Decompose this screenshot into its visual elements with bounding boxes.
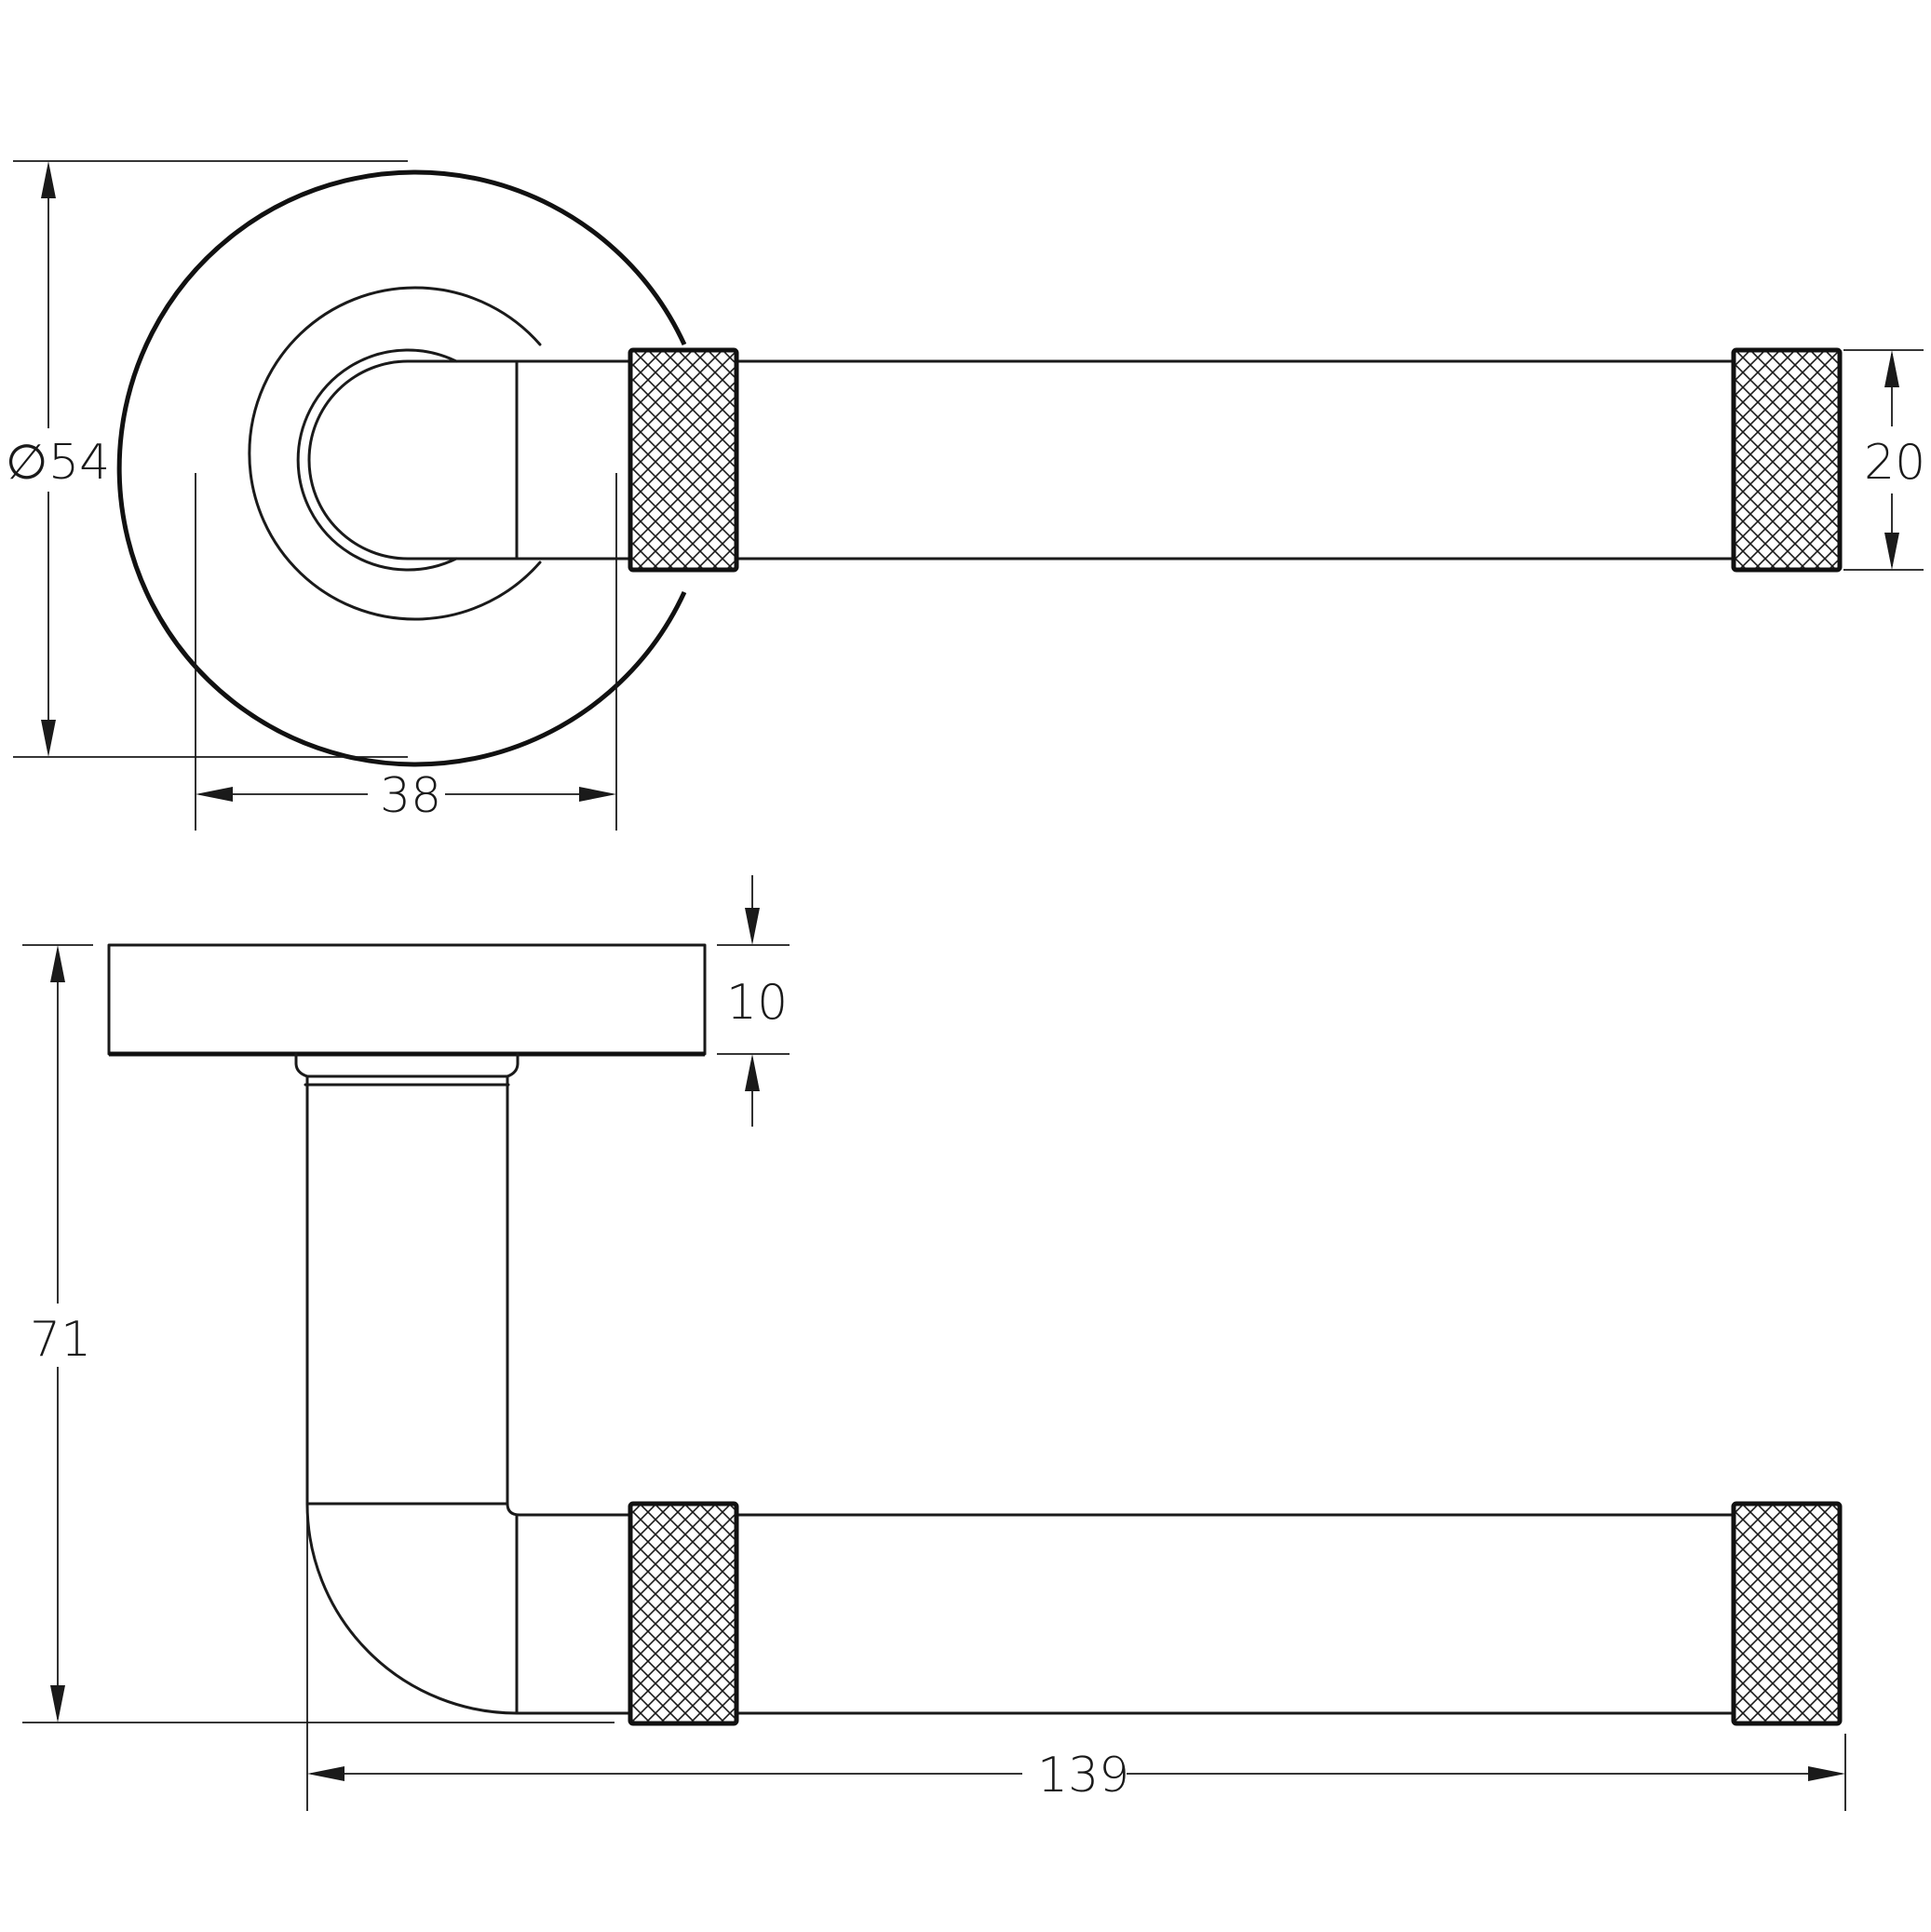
side-knurl-pattern-right — [1735, 1506, 1838, 1722]
front-view — [116, 169, 1843, 767]
lever-neck-inner — [307, 359, 410, 561]
dim-lever-to-center-label: 38 — [380, 768, 441, 824]
dim-lever-length-label: 139 — [1037, 1748, 1129, 1804]
knurl-pattern-right — [1735, 352, 1838, 568]
rose-side — [107, 943, 707, 1056]
dim-lever-to-center: 38 — [195, 473, 617, 831]
dim-grip-diameter: 20 — [1843, 349, 1925, 571]
side-knurl-pattern-left — [632, 1506, 735, 1722]
lever-neck-circle — [296, 348, 458, 572]
dim-lever-length: 139 — [306, 1513, 1846, 1811]
knurl-pattern-left — [632, 352, 735, 568]
dim-rose-thickness: 10 — [717, 875, 790, 1127]
collar — [294, 1052, 520, 1078]
dim-rose-thickness-label: 10 — [726, 975, 788, 1031]
dim-grip-diameter-label: 20 — [1864, 435, 1925, 491]
dim-rose-diameter: ∅ 54 — [6, 160, 408, 758]
dim-projection: 71 — [22, 944, 614, 1723]
dim-rose-diameter-symbol: ∅ — [6, 435, 47, 491]
lever-elbow — [305, 1502, 519, 1715]
rose-outer-circle — [116, 169, 687, 767]
side-view — [107, 943, 1843, 1726]
dim-projection-label: 71 — [30, 1312, 91, 1368]
elbow-transition — [506, 1502, 1735, 1517]
dim-rose-diameter-label: 54 — [48, 435, 110, 491]
spindle — [305, 1074, 509, 1506]
rose-inner-ring — [248, 286, 542, 621]
